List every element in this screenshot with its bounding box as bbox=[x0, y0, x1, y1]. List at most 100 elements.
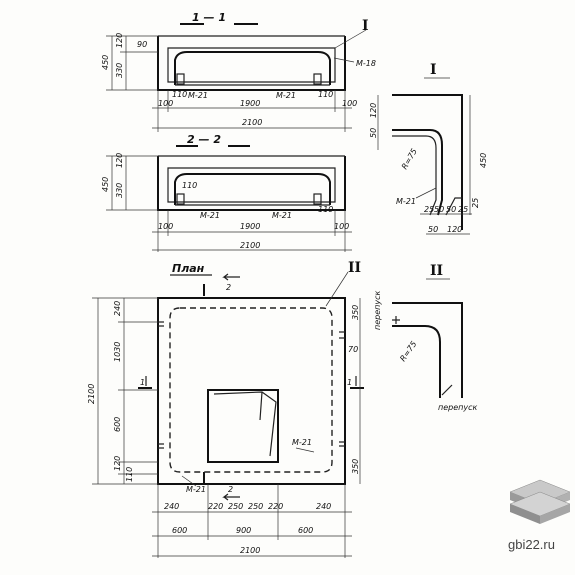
dim-120: 120 bbox=[447, 225, 462, 234]
section-mark-1-right: 1 bbox=[347, 378, 352, 387]
plan-view: План 2 2 1 1 II bbox=[87, 260, 364, 558]
section-1-1-outline bbox=[157, 36, 346, 91]
label-leader bbox=[333, 57, 355, 63]
dim-100-right: 100 bbox=[342, 99, 357, 108]
detail-II-overlap bbox=[441, 384, 453, 396]
notch-mark bbox=[339, 331, 345, 339]
embedded-plate-left bbox=[176, 193, 185, 205]
dim-240: 240 bbox=[113, 301, 122, 316]
label-m18: М-18 bbox=[356, 59, 376, 68]
dim-2100: 2100 bbox=[240, 546, 260, 555]
arrow-icon bbox=[222, 273, 240, 281]
label-m21-bottom: М-21 bbox=[186, 485, 206, 494]
embedded-plate-left bbox=[176, 73, 185, 85]
dim-600-right: 600 bbox=[298, 526, 313, 535]
dim-120: 120 bbox=[115, 33, 124, 48]
dim-25: 25 bbox=[424, 205, 434, 214]
detail-I-outline bbox=[392, 94, 463, 230]
dim-120: 120 bbox=[369, 103, 378, 118]
dim-220: 220 bbox=[268, 502, 283, 511]
dim-1900: 1900 bbox=[240, 99, 260, 108]
section-1-1-title: 1 — 1 bbox=[192, 11, 226, 24]
callout-II: II bbox=[348, 260, 361, 276]
label-leader bbox=[181, 475, 197, 487]
dim-110-left: 110 bbox=[172, 90, 187, 99]
dim-330: 330 bbox=[115, 63, 124, 78]
dim-450: 450 bbox=[101, 55, 110, 70]
detail-I-rebar-inner bbox=[392, 135, 437, 216]
section-2-2-cavity bbox=[167, 167, 336, 203]
section-2-2-outline bbox=[157, 156, 346, 211]
note-overlap-bottom: перепуск bbox=[438, 403, 478, 412]
detail-II-outline bbox=[392, 302, 463, 398]
section-2-2: 2 — 2 450 330 120 М-21 М-21 110 110 100 … bbox=[101, 133, 352, 252]
radius-label: R=75 bbox=[398, 340, 418, 364]
notch-mark bbox=[339, 441, 345, 447]
embedded-plate-right bbox=[313, 193, 322, 205]
dim-450: 450 bbox=[479, 153, 488, 168]
label-m21-left: М-21 bbox=[200, 211, 220, 220]
dim-50: 50 bbox=[369, 128, 378, 138]
section-mark-2-top: 2 bbox=[226, 283, 231, 292]
logo-icon bbox=[509, 479, 571, 524]
dim-330: 330 bbox=[115, 183, 124, 198]
callout-leader bbox=[334, 29, 367, 49]
detail-I-notch bbox=[445, 197, 462, 216]
label-leader bbox=[295, 447, 315, 453]
dim-350-top: 350 bbox=[351, 305, 360, 320]
dim-50: 50 bbox=[446, 205, 456, 214]
label-m21-right: М-21 bbox=[276, 91, 296, 100]
callout-leader bbox=[325, 271, 349, 307]
plan-rebar-contour bbox=[169, 307, 333, 473]
section-1-1: 1 — 1 450 330 120 90 I М-18 М-21 М-21 11… bbox=[101, 11, 376, 132]
dim-2100: 2100 bbox=[240, 241, 260, 250]
notch-mark bbox=[158, 443, 164, 449]
dim-100-left: 100 bbox=[158, 99, 173, 108]
detail-II-mark bbox=[392, 316, 400, 324]
detail-II-title: II bbox=[430, 263, 443, 279]
embedded-plate-right bbox=[313, 73, 322, 85]
detail-I-rebar bbox=[392, 129, 443, 216]
dim-600-left: 600 bbox=[172, 526, 187, 535]
dim-1030: 1030 bbox=[113, 342, 122, 362]
radius-label: R=75 bbox=[400, 147, 419, 171]
label-m21-right: М-21 bbox=[272, 211, 292, 220]
plan-outline bbox=[157, 297, 346, 485]
dim-2100-left: 2100 bbox=[87, 384, 96, 404]
section-mark-2-bottom: 2 bbox=[228, 485, 233, 494]
dim-2100: 2100 bbox=[242, 118, 262, 127]
dim-25-right: 25 bbox=[471, 198, 480, 208]
dim-350-bottom: 350 bbox=[351, 459, 360, 474]
label-leader bbox=[415, 187, 437, 199]
label-m21-left: М-21 bbox=[188, 91, 208, 100]
section-2-2-rebar bbox=[174, 173, 331, 205]
dim-900: 900 bbox=[236, 526, 251, 535]
section-2-2-title: 2 — 2 bbox=[187, 133, 221, 146]
dim-25: 25 bbox=[458, 205, 468, 214]
dim-600: 600 bbox=[113, 417, 122, 432]
dim-110-right: 110 bbox=[318, 205, 333, 214]
label-m21: М-21 bbox=[396, 197, 416, 206]
note-overlap-top: перепуск bbox=[373, 290, 382, 330]
detail-I-title: I bbox=[430, 62, 437, 78]
dim-240: 240 bbox=[164, 502, 179, 511]
dim-240: 240 bbox=[316, 502, 331, 511]
dim-110-left: 110 bbox=[182, 181, 197, 190]
section-1-1-rebar bbox=[174, 51, 331, 85]
dim-100-right: 100 bbox=[334, 222, 349, 231]
notch-mark bbox=[158, 321, 164, 327]
dim-70: 70 bbox=[348, 345, 358, 354]
watermark-text: gbi22.ru bbox=[508, 537, 555, 552]
dim-250: 250 bbox=[228, 502, 243, 511]
dim-1900: 1900 bbox=[240, 222, 260, 231]
dim-100-left: 100 bbox=[158, 222, 173, 231]
plan-title: План bbox=[172, 262, 205, 275]
dim-50: 50 bbox=[428, 225, 438, 234]
callout-I: I bbox=[362, 18, 369, 34]
section-1-1-cavity bbox=[167, 47, 336, 83]
dim-450: 450 bbox=[101, 177, 110, 192]
section-mark-1-left: 1 bbox=[140, 378, 145, 387]
detail-I: I 120 50 450 R=75 М-21 25 50 50 25 50 12… bbox=[369, 62, 488, 235]
